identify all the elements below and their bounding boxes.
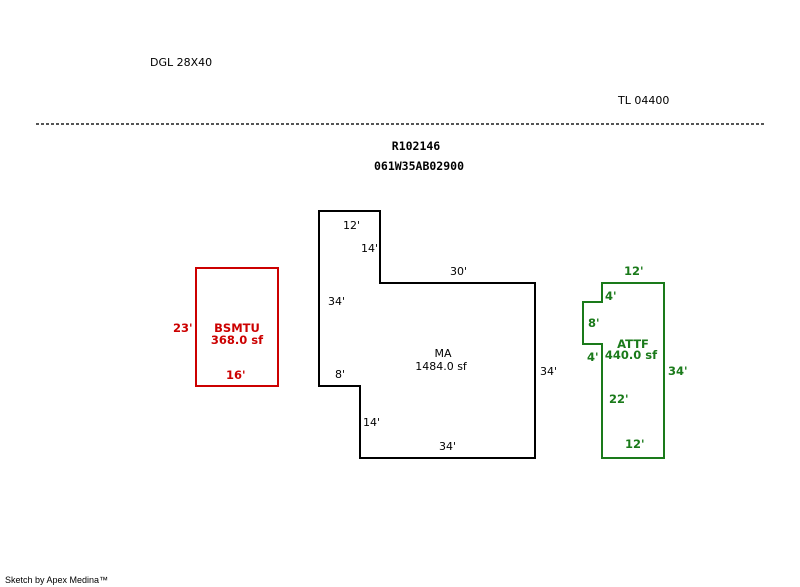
main-area: 12' 14' 30' 34' 34' 8' 14' 34' MA 1484.0… xyxy=(318,210,557,459)
main-dim-step-top: 30' xyxy=(450,265,467,278)
main-dim-left: 34' xyxy=(328,295,345,308)
basement-dim-left: 23' xyxy=(173,321,193,335)
footer-credit: Sketch by Apex Medina™ xyxy=(5,575,108,585)
map-number: 061W35AB02900 xyxy=(374,159,464,173)
attached-dim-right: 34' xyxy=(668,364,688,378)
basement-name: BSMTU xyxy=(214,321,260,335)
parcel-id: R102146 xyxy=(392,139,441,153)
attached-outline xyxy=(582,282,665,459)
attached-dim-bump: 8' xyxy=(588,316,600,330)
attached-dim-lower-bump: 4' xyxy=(587,350,599,364)
attached-dim-top: 12' xyxy=(624,264,644,278)
main-name: MA xyxy=(434,347,451,360)
main-dim-lower-left: 14' xyxy=(363,416,380,429)
main-dim-right: 34' xyxy=(540,365,557,378)
main-dim-bottom: 34' xyxy=(439,440,456,453)
attached-dim-upper-left: 4' xyxy=(605,289,617,303)
basement-area-label: 368.0 sf xyxy=(211,333,264,347)
basement-outline xyxy=(195,267,279,387)
basement-area: BSMTU 368.0 sf 23' 16' xyxy=(173,267,279,387)
attached-name: ATTF xyxy=(617,337,649,351)
attached-dim-left-lower: 22' xyxy=(609,392,629,406)
attached-area-label: 440.0 sf xyxy=(605,348,658,362)
main-dim-notch: 14' xyxy=(361,242,378,255)
main-outline xyxy=(318,210,536,459)
attached-area: 12' 4' 8' 4' 34' 22' 12' ATTF 440.0 sf xyxy=(582,264,688,459)
main-dim-step-bottom: 8' xyxy=(335,368,345,381)
attached-dim-bottom: 12' xyxy=(625,437,645,451)
main-area-label: 1484.0 sf xyxy=(415,360,468,373)
left-note: DGL 28X40 xyxy=(150,56,212,69)
basement-dim-bottom: 16' xyxy=(226,368,246,382)
right-note: TL 04400 xyxy=(617,94,669,107)
main-dim-top: 12' xyxy=(343,219,360,232)
